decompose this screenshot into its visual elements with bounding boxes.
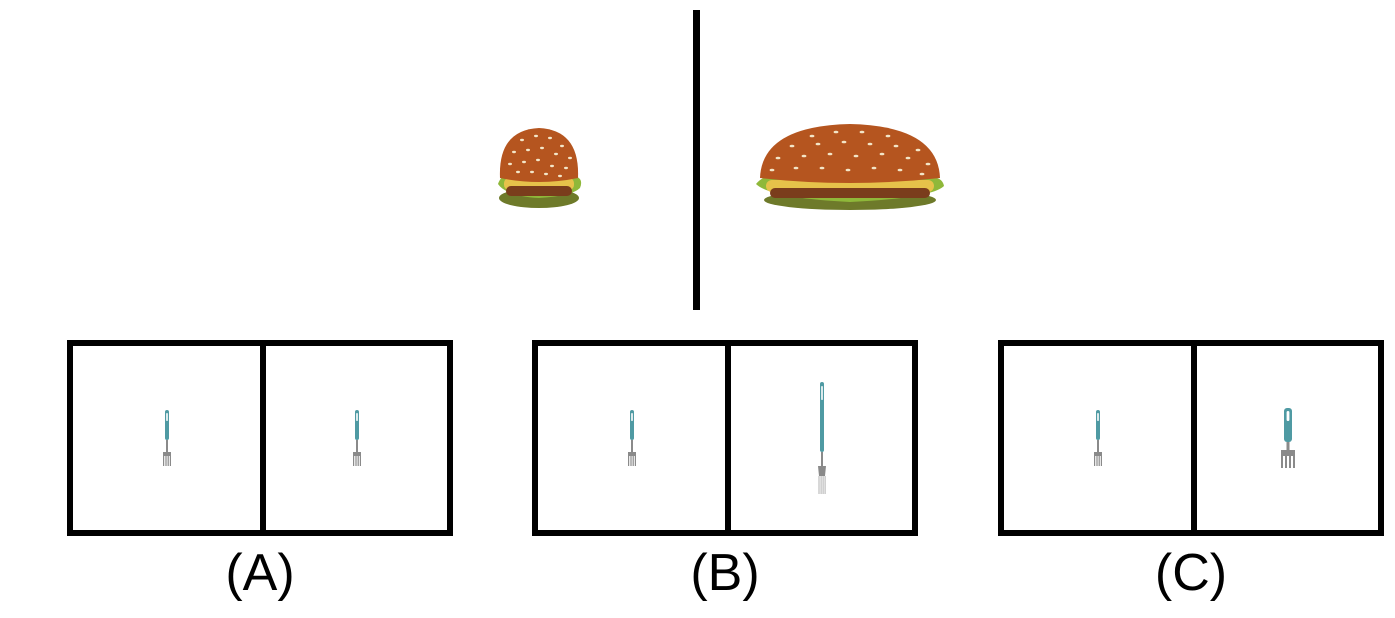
fork-small-icon [162, 410, 171, 466]
option-a-label: (A) [225, 544, 295, 602]
hamburger-small-image [498, 128, 582, 208]
option-c-left-cell [1004, 346, 1191, 530]
option-b-right-cell [731, 346, 912, 530]
fork-tall-icon [817, 382, 826, 494]
hamburger-wide-image [756, 124, 944, 210]
option-c-divider [1191, 346, 1197, 530]
option-b-panel[interactable] [532, 340, 918, 536]
option-b-left-cell [538, 346, 725, 530]
fork-small-icon [1093, 410, 1102, 466]
option-c-label: (C) [1154, 544, 1228, 602]
center-divider [693, 10, 700, 310]
option-a-panel[interactable] [67, 340, 453, 536]
option-c-panel[interactable] [998, 340, 1384, 536]
option-b-divider [725, 346, 731, 530]
option-c-right-cell [1197, 346, 1378, 530]
option-a-left-cell [73, 346, 260, 530]
option-a-divider [260, 346, 266, 530]
fork-small-icon [352, 410, 361, 466]
option-b-label: (B) [690, 544, 760, 602]
fork-wide-icon [1280, 408, 1295, 468]
fork-small-icon [627, 410, 636, 466]
option-a-right-cell [266, 346, 447, 530]
